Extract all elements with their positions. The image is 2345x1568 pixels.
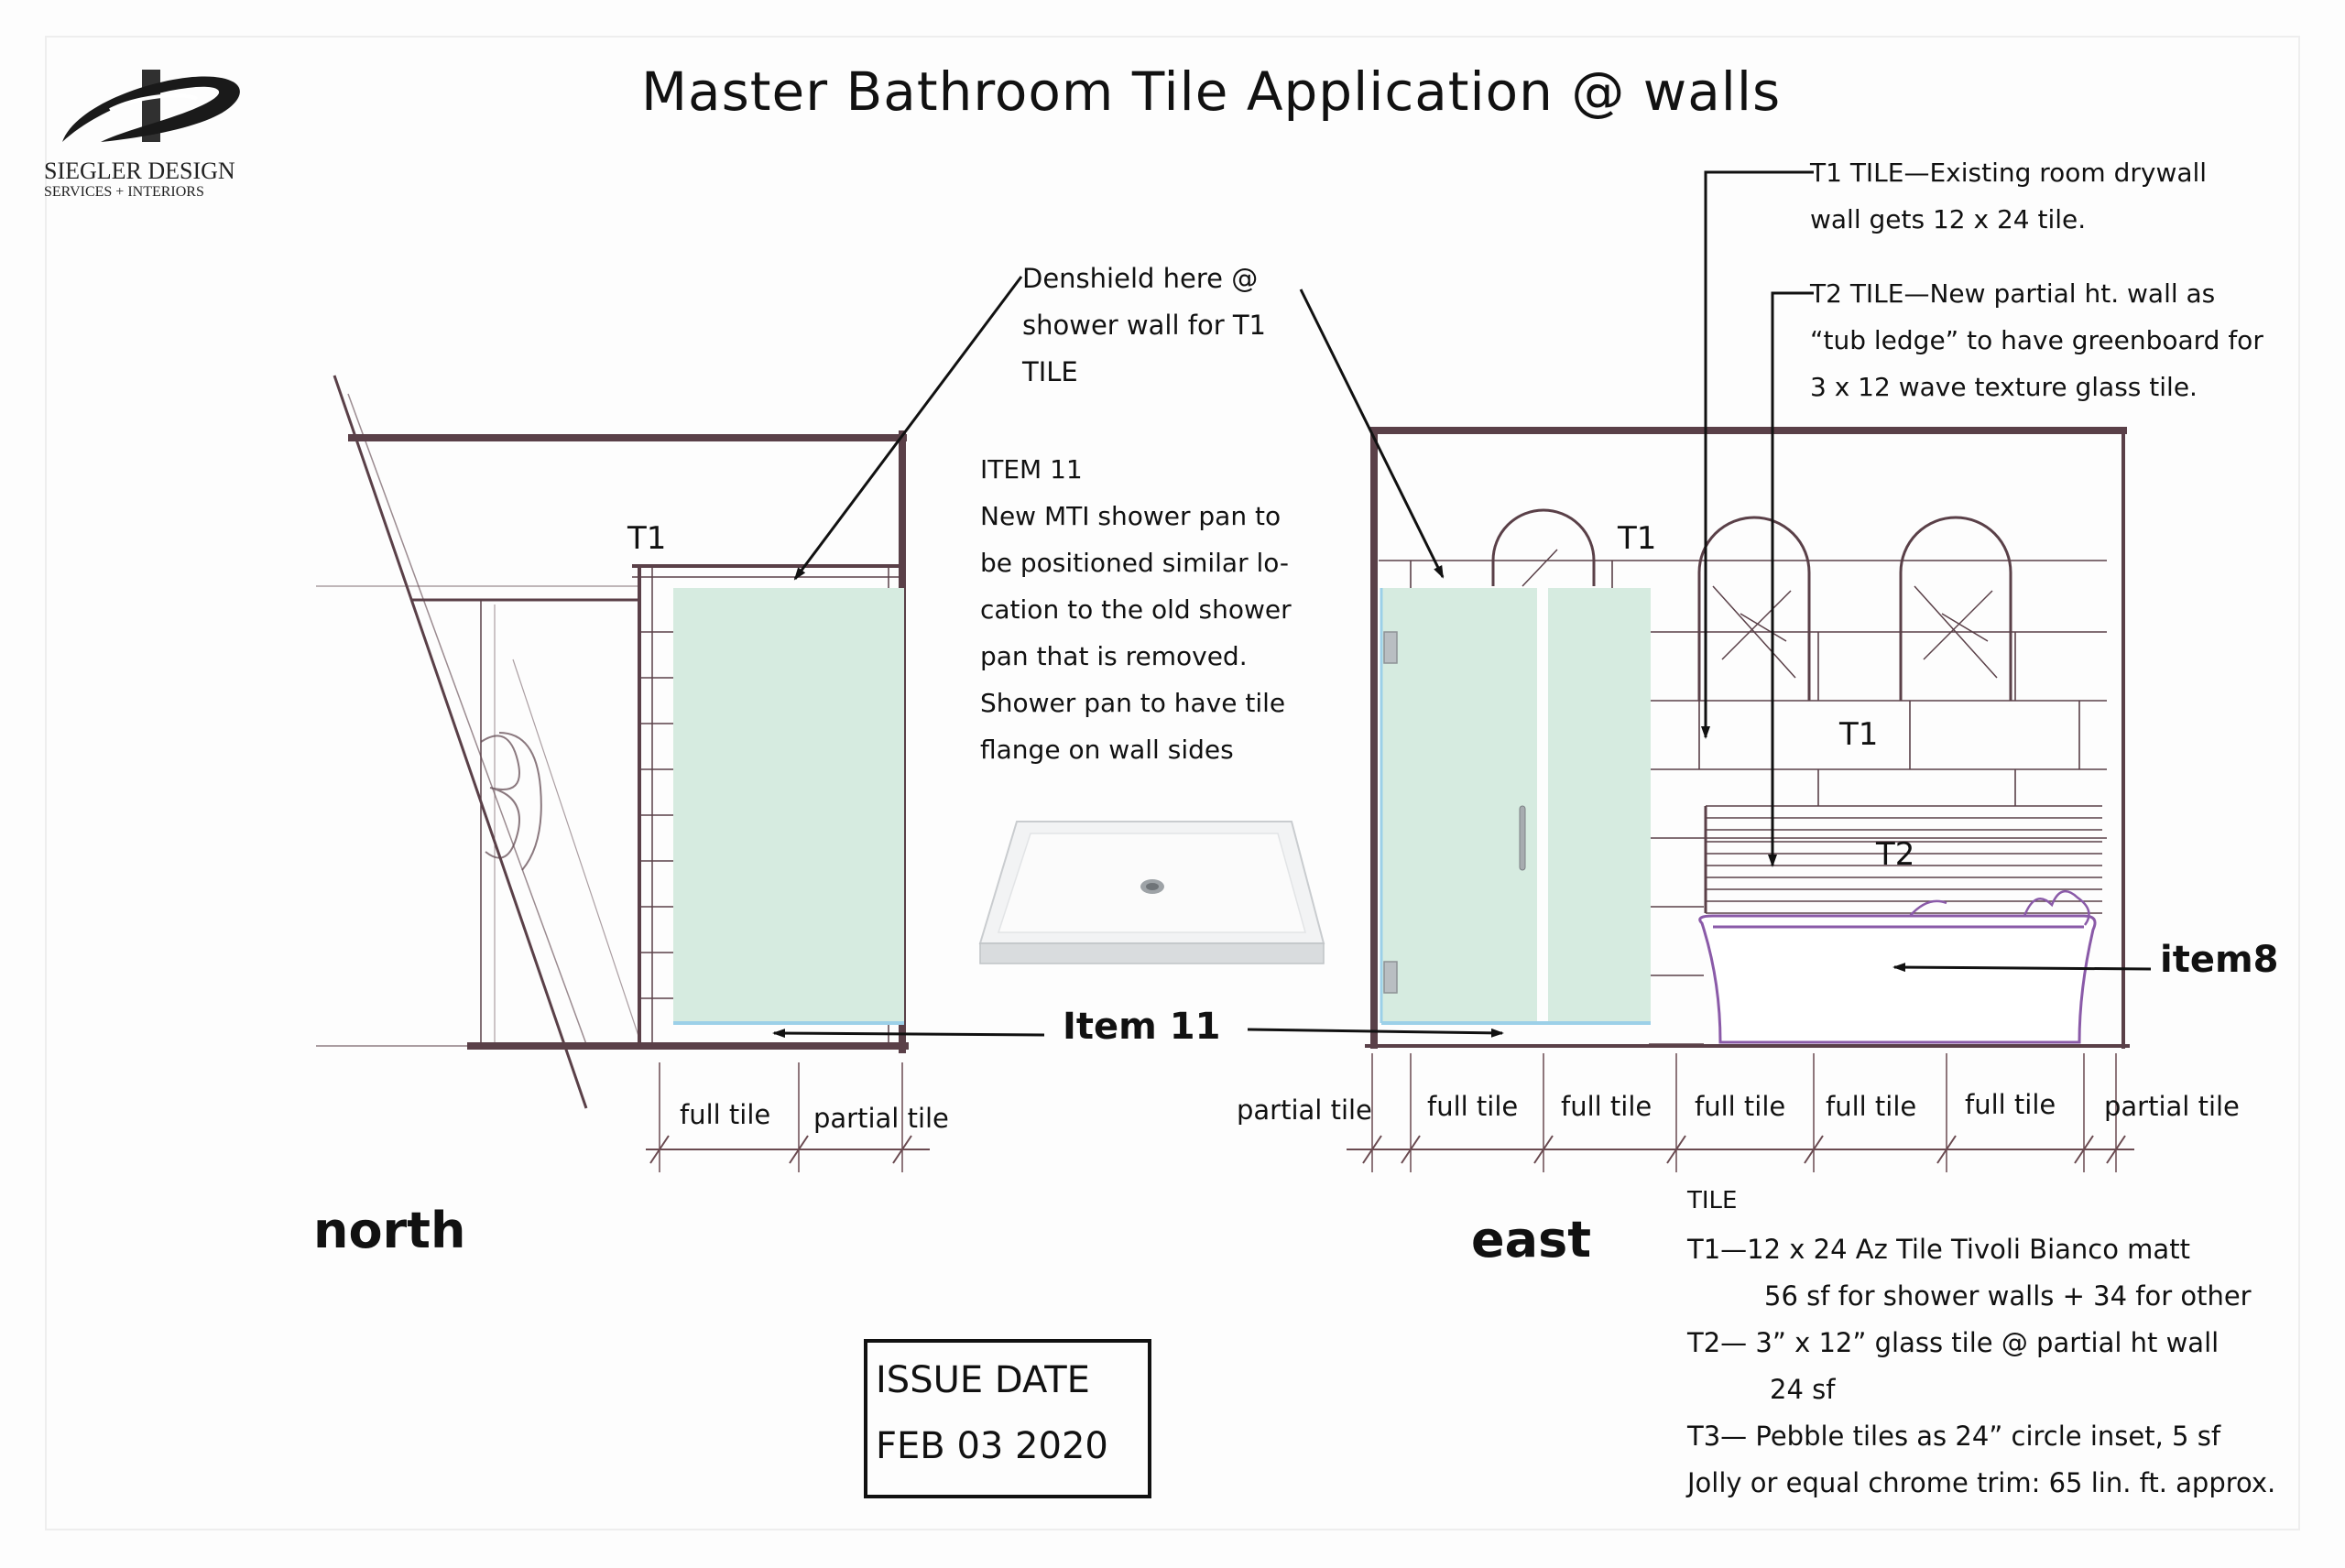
tile-legend-line: T2— 3” x 12” glass tile @ partial ht wal… bbox=[1687, 1327, 2220, 1358]
shower-pan-image bbox=[978, 821, 1325, 964]
hinge-icon bbox=[1383, 961, 1398, 994]
dimension-label: partial tile bbox=[813, 1103, 949, 1134]
door-handle-icon bbox=[1519, 805, 1526, 871]
slope-line bbox=[347, 393, 587, 1045]
t2-tile-note-line: 3 x 12 wave texture glass tile. bbox=[1810, 372, 2198, 402]
item11-note-line: be positioned similar lo- bbox=[980, 548, 1290, 578]
tile-legend-line: 24 sf bbox=[1770, 1374, 1836, 1405]
slope-line bbox=[333, 375, 588, 1109]
east-elevation bbox=[1365, 427, 2130, 1049]
sheet-border bbox=[45, 36, 2300, 1530]
item11-note-line: flange on wall sides bbox=[980, 735, 1234, 765]
dimension-label: full tile bbox=[1695, 1091, 1786, 1122]
dimension-label: full tile bbox=[1561, 1091, 1652, 1122]
north-glass-panel bbox=[673, 588, 904, 1023]
denshield-left-arrow bbox=[793, 276, 1023, 581]
logo-tagline: SERVICES + INTERIORS bbox=[44, 184, 204, 200]
tile-courses bbox=[641, 631, 678, 999]
page-title: Master Bathroom Tile Application @ walls bbox=[641, 60, 1782, 123]
t1-tag: T1 bbox=[1618, 520, 1657, 557]
item11-right-arrow bbox=[1247, 1028, 1504, 1038]
item11-note-line: ITEM 11 bbox=[980, 454, 1083, 485]
item11-note-line: pan that is removed. bbox=[980, 641, 1248, 671]
tile-legend-line: Jolly or equal chrome trim: 65 lin. ft. … bbox=[1687, 1467, 2276, 1498]
t1-tile-arrow bbox=[1701, 170, 1814, 739]
t2-tag: T2 bbox=[1876, 836, 1915, 873]
hinge-icon bbox=[1383, 631, 1398, 664]
denshield-note-line: Denshield here @ bbox=[1022, 263, 1259, 294]
towel-sketch bbox=[480, 732, 542, 871]
sketch-line bbox=[512, 659, 642, 1045]
tile-legend-line: 56 sf for shower walls + 34 for other bbox=[1764, 1280, 2252, 1312]
east-shower-fixed-panel bbox=[1548, 588, 1651, 1023]
item11-callout: Item 11 bbox=[1063, 1006, 1221, 1048]
dimension-label: partial tile bbox=[1237, 1094, 1372, 1126]
dimension-label: full tile bbox=[1965, 1089, 2056, 1120]
tile-legend-line: T1—12 x 24 Az Tile Tivoli Bianco matt bbox=[1687, 1234, 2190, 1265]
t2-tile-arrow bbox=[1768, 291, 1814, 867]
denshield-right-arrow bbox=[1299, 289, 1445, 579]
logo-name: SIEGLER DESIGN bbox=[44, 158, 235, 184]
east-shower-door bbox=[1381, 588, 1537, 1023]
denshield-note-line: TILE bbox=[1022, 356, 1078, 387]
leader-arrows bbox=[772, 170, 2152, 1039]
item11-note-line: Shower pan to have tile bbox=[980, 688, 1286, 718]
t1-tile-grid bbox=[1379, 560, 2107, 1045]
item8-arrow bbox=[1892, 963, 2152, 973]
t2-tile-note-line: “tub ledge” to have greenboard for bbox=[1810, 325, 2263, 355]
issue-date-label: ISSUE DATE bbox=[876, 1359, 1090, 1401]
north-dimension-string bbox=[646, 1062, 930, 1172]
denshield-note-line: shower wall for T1 bbox=[1022, 310, 1267, 341]
issue-date-value: FEB 03 2020 bbox=[876, 1425, 1108, 1467]
north-view-label: north bbox=[313, 1202, 466, 1259]
t2-tile-note-line: T2 TILE—New partial ht. wall as bbox=[1810, 278, 2216, 309]
dimension-label: full tile bbox=[1826, 1091, 1917, 1122]
freestanding-tub bbox=[1698, 889, 2097, 1044]
item11-note-line: cation to the old shower bbox=[980, 594, 1292, 625]
issue-date-box bbox=[864, 1339, 1151, 1498]
tile-legend-heading: TILE bbox=[1687, 1187, 1738, 1214]
t1-tile-note-line: wall gets 12 x 24 tile. bbox=[1810, 204, 2087, 234]
tile-legend-line: T3— Pebble tiles as 24” circle inset, 5 … bbox=[1687, 1421, 2221, 1452]
t1-tag: T1 bbox=[1839, 716, 1879, 753]
item11-note-line: New MTI shower pan to bbox=[980, 501, 1282, 531]
east-dimension-string bbox=[1347, 1053, 2134, 1172]
east-view-label: east bbox=[1471, 1211, 1592, 1269]
item8-callout: item8 bbox=[2160, 939, 2279, 981]
dimension-label: full tile bbox=[680, 1099, 771, 1130]
t1-tile-note-line: T1 TILE—Existing room drywall bbox=[1810, 158, 2208, 188]
siegler-logo-icon bbox=[62, 70, 240, 142]
window-arch bbox=[1697, 516, 1811, 701]
t1-tag: T1 bbox=[627, 520, 667, 557]
window-mullion bbox=[1522, 549, 1558, 587]
window-arch bbox=[1491, 508, 1596, 586]
item11-left-arrow bbox=[772, 1029, 1045, 1039]
dimension-label: full tile bbox=[1427, 1091, 1519, 1122]
dimension-label: partial tile bbox=[2104, 1091, 2240, 1122]
window-arch bbox=[1899, 516, 2012, 701]
